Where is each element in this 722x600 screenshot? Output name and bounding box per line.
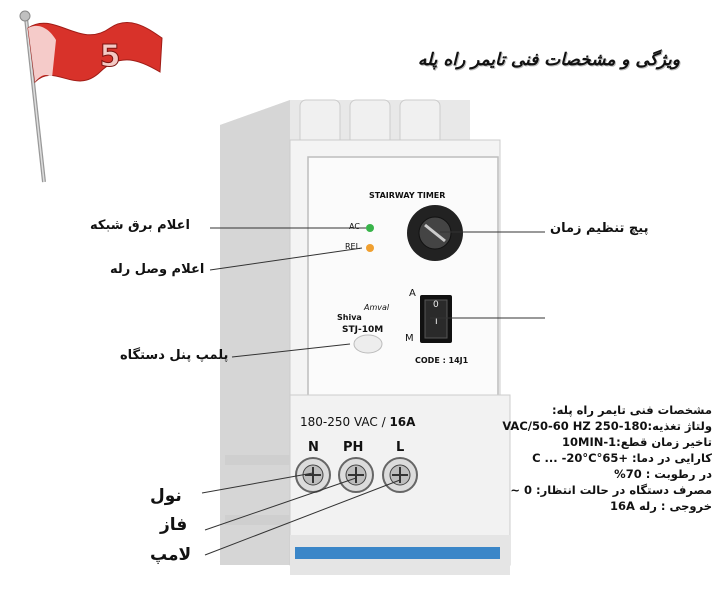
specs-heading: مشخصات فنی تایمر راه پله: [552,403,712,417]
terminal-n-screw [295,457,331,493]
neutral-wire-line [201,472,314,494]
spec-line: ولتاژ تغذیه:180-250 VAC/50-60 HZ [502,419,712,433]
switch-on-mark: 0 [433,300,439,310]
rating-voltage: 180-250 VAC / [300,415,390,429]
rel-label: REL [345,242,361,251]
switch-label-m: M [405,333,414,344]
spec-line: تاخیر زمان قطع:1-10MIN [562,435,712,449]
page-title: ویژگی و مشخصات فنی تایمر راه پله [417,50,680,70]
rating-amp: 16A [389,415,416,429]
spec-line: مصرف دستگاه در حالت انتظار: 0 ~ [510,483,712,497]
terminal-label-ph: PH [343,440,364,455]
device-header: STAIRWAY TIMER [369,191,446,200]
switch-off-mark: I [435,317,438,327]
rel-led-line [209,247,363,271]
neutral-wire-label: نول [150,486,182,506]
spec-line: خروجی : رله 16A [610,499,712,513]
rel-led-callout: اعلام وصل رله [110,262,205,277]
terminal-label-n: N [308,440,319,455]
lamp-wire-line [204,479,401,556]
rel-led-icon [366,244,374,252]
lamp-wire-label: لامپ [150,545,192,565]
switch-label-a: A [409,288,416,299]
spec-line: در رطوبت : 70% [614,467,712,481]
brand-left: Shiva [337,313,362,322]
ac-led-callout: اعلام برق شبکه [90,218,190,233]
code-label: CODE : 14J1 [415,356,469,365]
panel-seal-callout: پلمپ پنل دستگاه [120,348,229,363]
spec-line: کارایی در دما: +65°C ... -20°C [532,451,712,465]
terminal-label-l: L [396,440,405,455]
phase-wire-line [204,477,357,531]
ac-label: AC [349,222,360,231]
model-label: STJ-10M [342,325,384,335]
flag-number: 5 [100,39,121,74]
flag-graphic: 5 [19,10,163,183]
panel-seal-icon [353,334,383,354]
specs-block: مشخصات فنی تایمر راه پله: ولتاژ تغذیه:18… [480,403,712,513]
mode-switch-icon [420,295,452,343]
brand-right: Amval [364,303,390,312]
time-knob-callout: پیچ تنظیم زمان [550,221,649,236]
rating-label: 180-250 VAC / 16A [300,415,415,429]
panel-seal-line [231,343,351,358]
time-knob-icon [407,205,463,261]
timer-device [220,99,511,575]
phase-wire-label: فاز [160,515,188,535]
ac-led-icon [366,224,374,232]
